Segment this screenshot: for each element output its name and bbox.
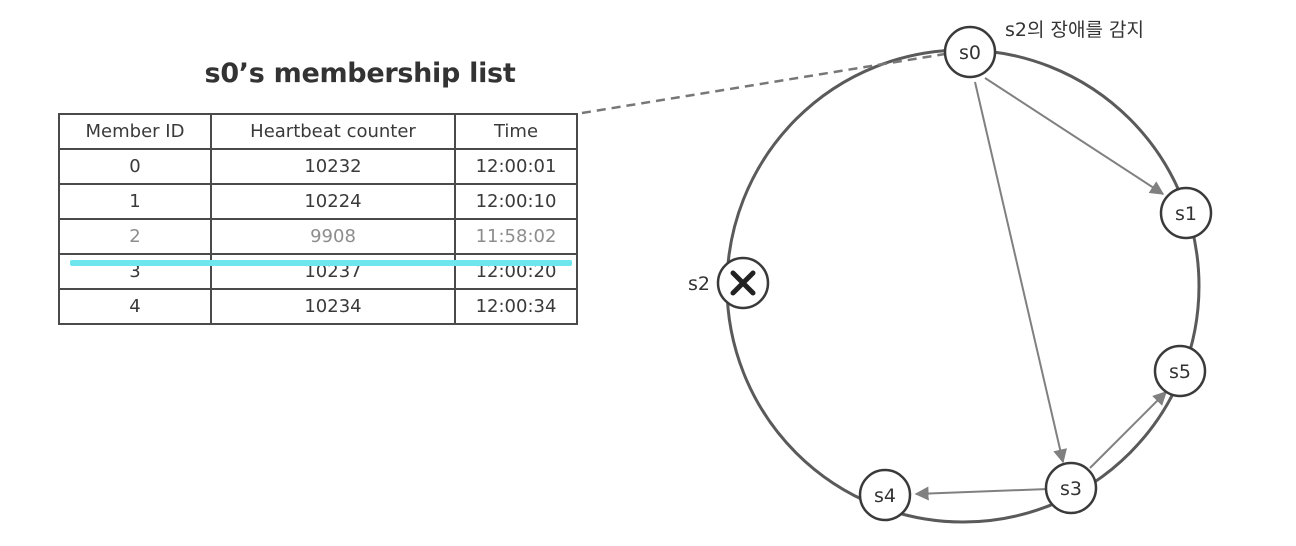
- node-s2-label: s2: [688, 273, 710, 295]
- cell-time: 12:00:20: [454, 253, 578, 290]
- node-s5-label: s5: [1169, 361, 1191, 383]
- table-header-row: Member ID Heartbeat counter Time: [58, 113, 578, 150]
- cell-member-id: 0: [58, 148, 212, 185]
- cell-member-id: 1: [58, 183, 212, 220]
- node-s5: s5: [1153, 344, 1207, 398]
- cell-time: 11:58:02: [454, 218, 578, 255]
- membership-list-title: s0’s membership list: [204, 58, 516, 89]
- cell-heartbeat: 10234: [210, 288, 456, 325]
- arrow-s3-to-s5: [1089, 391, 1167, 469]
- node-s1: s1: [1159, 186, 1213, 240]
- table-row-failed: 2 9908 11:58:02: [58, 218, 578, 255]
- table-row: 3 10237 12:00:20: [58, 253, 578, 290]
- cell-member-id: 3: [58, 253, 212, 290]
- cell-heartbeat: 9908: [210, 218, 456, 255]
- hash-ring: [725, 48, 1201, 524]
- cell-member-id: 2: [58, 218, 212, 255]
- header-time: Time: [454, 113, 578, 150]
- node-s3-label: s3: [1060, 478, 1082, 500]
- cell-time: 12:00:10: [454, 183, 578, 220]
- cell-time: 12:00:34: [454, 288, 578, 325]
- node-s0-label: s0: [959, 42, 981, 64]
- node-s2-failed: [716, 256, 770, 310]
- cell-time: 12:00:01: [454, 148, 578, 185]
- table-row: 4 10234 12:00:34: [58, 288, 578, 325]
- node-s4-label: s4: [874, 485, 896, 507]
- node-s3: s3: [1044, 461, 1098, 515]
- close-x-icon: [730, 270, 756, 296]
- arrow-s0-to-s1: [984, 77, 1165, 195]
- table-row: 1 10224 12:00:10: [58, 183, 578, 220]
- header-member-id: Member ID: [58, 113, 212, 150]
- failure-detected-annotation: s2의 장애를 감지: [1005, 19, 1144, 41]
- arrow-s3-to-s4: [914, 486, 1049, 501]
- membership-table: Member ID Heartbeat counter Time 0 10232…: [58, 113, 578, 325]
- header-heartbeat-counter: Heartbeat counter: [210, 113, 456, 150]
- node-s0: s0: [943, 25, 997, 79]
- table-row: 0 10232 12:00:01: [58, 148, 578, 185]
- strikethrough-highlight: [70, 260, 572, 266]
- node-s4: s4: [858, 468, 912, 522]
- dashed-connector: [581, 52, 946, 115]
- cell-heartbeat: 10237: [210, 253, 456, 290]
- node-s1-label: s1: [1175, 203, 1197, 225]
- cell-member-id: 4: [58, 288, 212, 325]
- cell-heartbeat: 10224: [210, 183, 456, 220]
- cell-heartbeat: 10232: [210, 148, 456, 185]
- arrow-s0-to-s3: [974, 81, 1067, 464]
